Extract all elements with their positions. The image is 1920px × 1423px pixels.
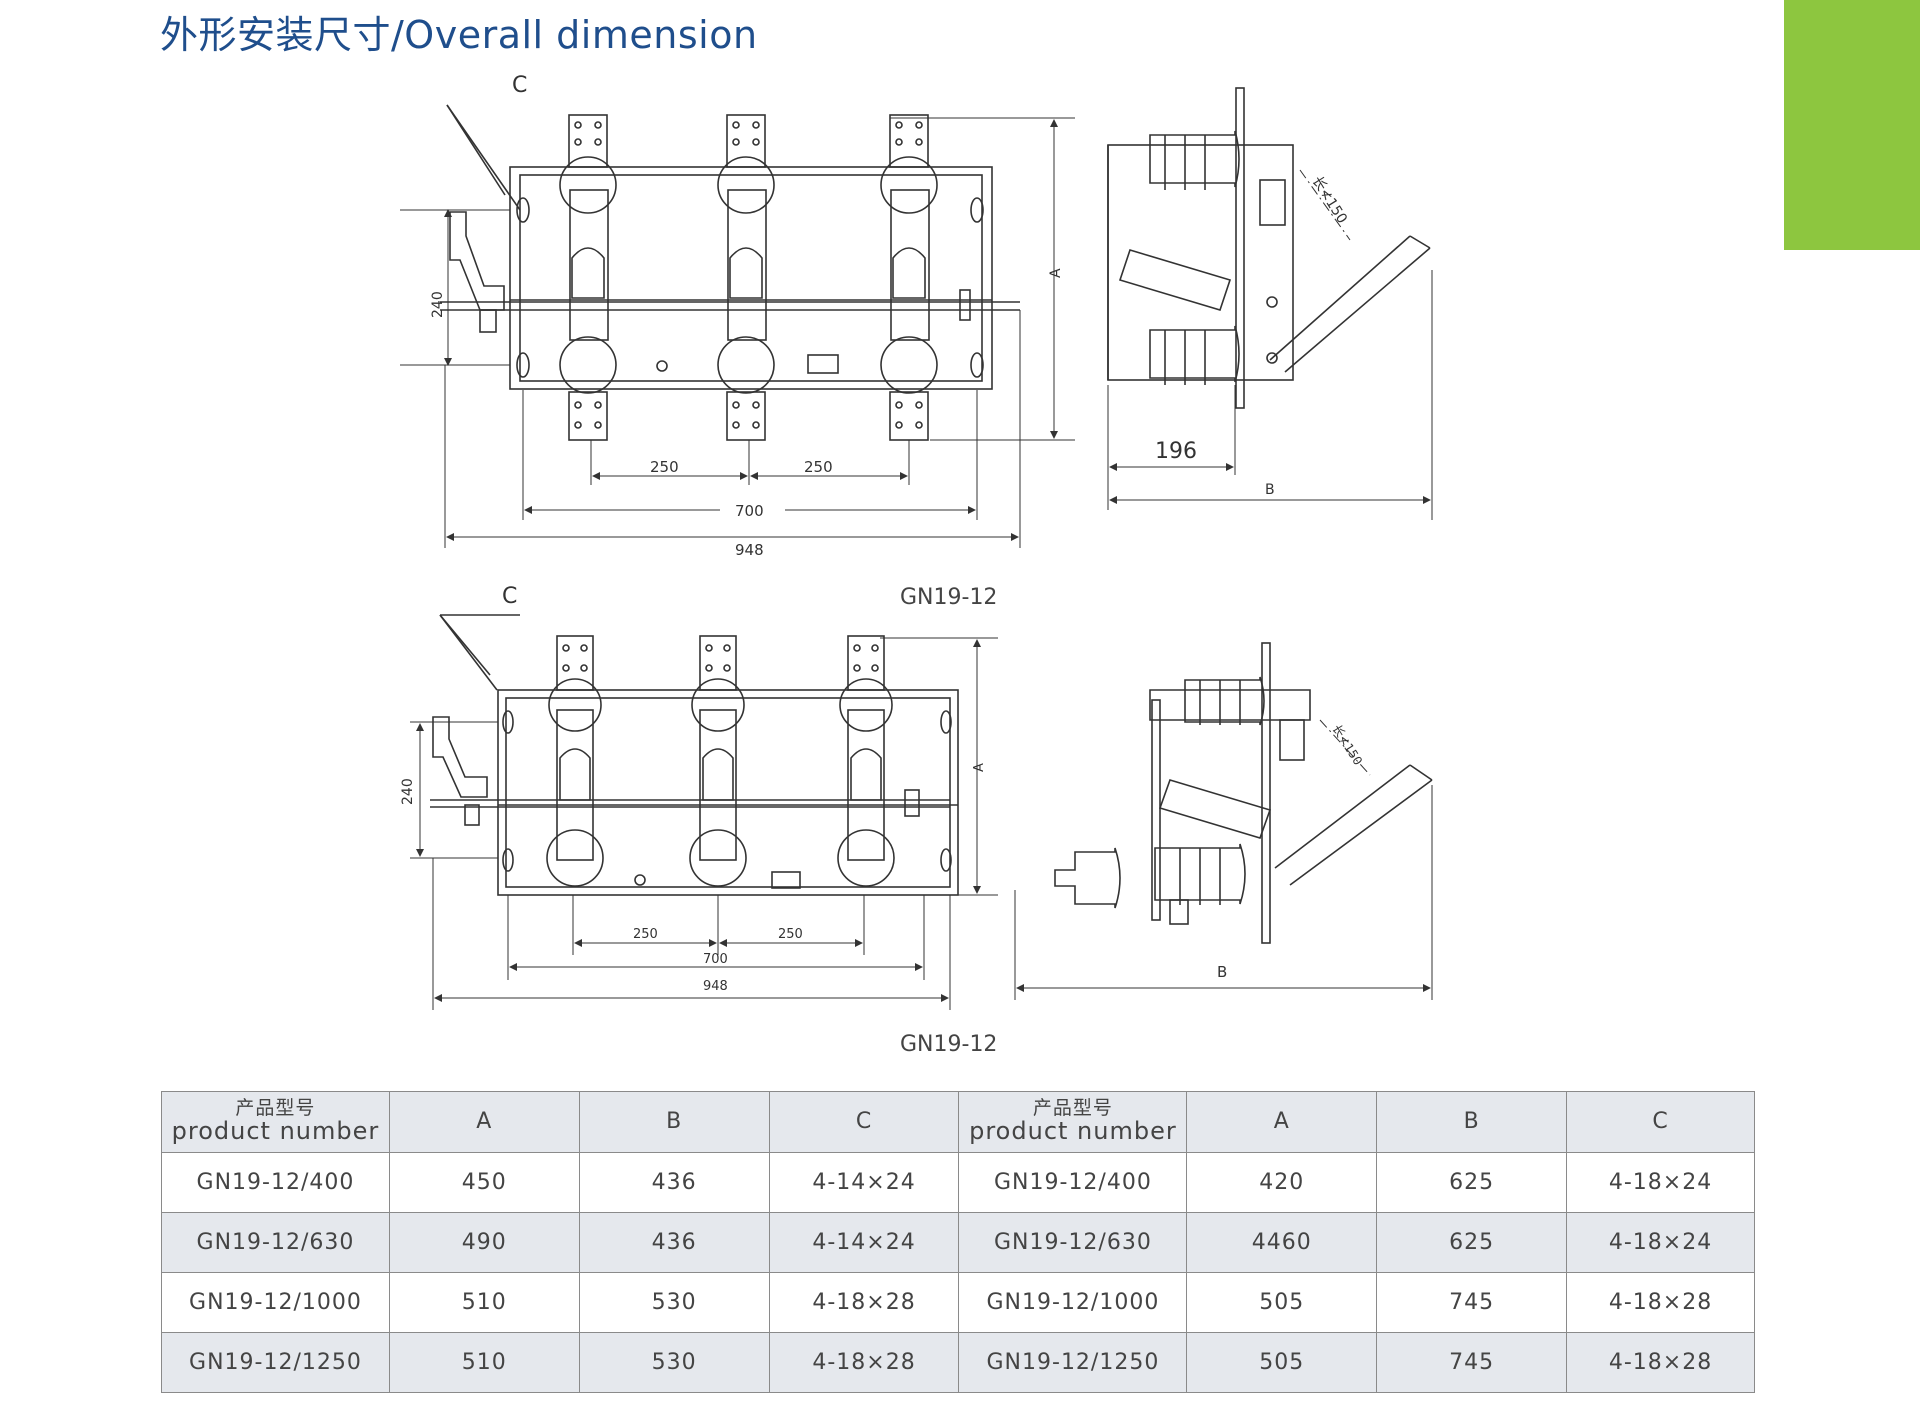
top-240-label: 240: [430, 291, 446, 318]
accent-bar: [1784, 0, 1920, 250]
table-cell: GN19-12/630: [161, 1212, 390, 1273]
table-cell: GN19-12/400: [958, 1152, 1188, 1213]
phase-1: [559, 114, 617, 441]
header-a-left: A: [388, 1091, 580, 1153]
table-cell: GN19-12/1250: [958, 1332, 1188, 1393]
table-cell: 4-18×28: [768, 1332, 960, 1393]
top-pitch-right: 250: [804, 458, 833, 476]
bottom-side-b: B: [1217, 963, 1227, 981]
table-cell: 510: [388, 1272, 580, 1333]
table-cell: 4-14×24: [768, 1152, 960, 1213]
header-a-right: A: [1186, 1091, 1378, 1153]
table-row: GN19-12/1000 510 530 4-18×28 GN19-12/100…: [161, 1272, 1755, 1333]
table-cell: 505: [1186, 1272, 1378, 1333]
bottom-side-view: [1014, 642, 1433, 1000]
top-side-b: B: [1265, 482, 1275, 498]
table-cell: 625: [1376, 1152, 1568, 1213]
bottom-width-700: 700: [703, 952, 728, 967]
top-a-label: A: [1048, 268, 1064, 278]
top-width-948: 948: [735, 541, 764, 559]
table-cell: 4-14×24: [768, 1212, 960, 1273]
top-side-view: [1107, 87, 1433, 520]
table-cell: 450: [388, 1152, 580, 1213]
table-cell: 4-18×28: [1566, 1272, 1755, 1333]
table-row: GN19-12/1250 510 530 4-18×28 GN19-12/125…: [161, 1332, 1755, 1393]
table-cell: 625: [1376, 1212, 1568, 1273]
bottom-c-label: C: [502, 584, 517, 609]
header-product-left: 产品型号 product number: [161, 1091, 390, 1153]
table-cell: GN19-12/630: [958, 1212, 1188, 1273]
top-side-196: 196: [1155, 439, 1197, 464]
top-caption: GN19-12: [900, 585, 997, 610]
header-b-left: B: [578, 1091, 770, 1153]
table-cell: 4-18×24: [1566, 1152, 1755, 1213]
bottom-side-note: 长≮150: [1329, 722, 1365, 768]
bottom-caption: GN19-12: [900, 1032, 997, 1057]
table-cell: 436: [578, 1152, 770, 1213]
table-cell: GN19-12/1250: [161, 1332, 390, 1393]
bottom-a-label: A: [972, 763, 987, 772]
table-cell: 745: [1376, 1332, 1568, 1393]
table-cell: 530: [578, 1272, 770, 1333]
top-width-700: 700: [735, 502, 764, 520]
table-header-row: 产品型号 product number A B C 产品型号 product n…: [161, 1091, 1755, 1153]
header-b-right: B: [1376, 1091, 1568, 1153]
page-title: 外形安装尺寸/Overall dimension: [160, 13, 758, 57]
table-cell: 4-18×24: [1566, 1212, 1755, 1273]
phase-2: [717, 114, 775, 441]
table-cell: 4460: [1186, 1212, 1378, 1273]
table-cell: 4-18×28: [768, 1272, 960, 1333]
table-cell: 490: [388, 1212, 580, 1273]
table-cell: 4-18×28: [1566, 1332, 1755, 1393]
bottom-pitch-left: 250: [633, 927, 658, 942]
table-cell: 436: [578, 1212, 770, 1273]
table-row: GN19-12/630 490 436 4-14×24 GN19-12/630 …: [161, 1212, 1755, 1273]
table-cell: GN19-12/1000: [161, 1272, 390, 1333]
table-cell: 505: [1186, 1332, 1378, 1393]
bottom-width-948: 948: [703, 979, 728, 994]
top-c-label: C: [512, 73, 527, 98]
table-cell: 745: [1376, 1272, 1568, 1333]
header-c-left: C: [768, 1091, 960, 1153]
phase-3: [880, 114, 938, 441]
table-row: GN19-12/400 450 436 4-14×24 GN19-12/400 …: [161, 1152, 1755, 1213]
dimension-table: 产品型号 product number A B C 产品型号 product n…: [161, 1091, 1755, 1393]
header-product-right: 产品型号 product number: [958, 1091, 1188, 1153]
table-cell: 420: [1186, 1152, 1378, 1213]
bottom-front-view: [410, 614, 998, 1010]
top-front-view: [400, 104, 1075, 548]
table-cell: GN19-12/1000: [958, 1272, 1188, 1333]
bottom-pitch-right: 250: [778, 927, 803, 942]
header-c-right: C: [1566, 1091, 1755, 1153]
table-cell: 510: [388, 1332, 580, 1393]
bottom-240-label: 240: [400, 778, 416, 805]
table-cell: GN19-12/400: [161, 1152, 390, 1213]
table-cell: 530: [578, 1332, 770, 1393]
top-pitch-left: 250: [650, 458, 679, 476]
top-side-note: 长≮150: [1309, 174, 1350, 227]
